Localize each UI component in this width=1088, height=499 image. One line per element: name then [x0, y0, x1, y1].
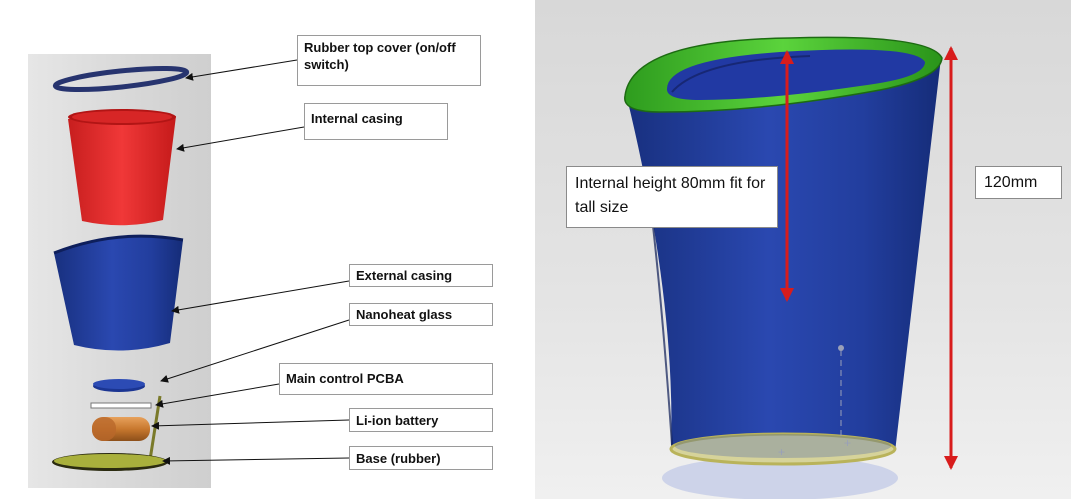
- label-external-casing: External casing: [349, 264, 493, 287]
- label-base-rubber: Base (rubber): [349, 446, 493, 470]
- label-rubber-top-cover: Rubber top cover (on/off switch): [297, 35, 481, 86]
- nanoheat-glass: [93, 379, 145, 392]
- external-casing: [53, 234, 184, 351]
- rubber-top-cover: [52, 65, 190, 93]
- label-li-ion-battery: Li-ion battery: [349, 408, 493, 432]
- main-control-pcba: [90, 402, 152, 409]
- assembled-cup: + +: [624, 36, 943, 466]
- label-internal-casing: Internal casing: [304, 103, 448, 140]
- svg-text:+: +: [844, 436, 851, 450]
- internal-casing: [68, 109, 176, 226]
- label-nanoheat-glass: Nanoheat glass: [349, 303, 493, 326]
- leader-lines: [151, 59, 350, 465]
- svg-text:+: +: [778, 445, 785, 459]
- callout-internal-height: Internal height 80mm fit for tall size: [566, 166, 778, 228]
- base-rubber: [52, 453, 168, 471]
- callout-total-height: 120mm: [975, 166, 1062, 199]
- label-main-control-pcba: Main control PCBA: [279, 363, 493, 395]
